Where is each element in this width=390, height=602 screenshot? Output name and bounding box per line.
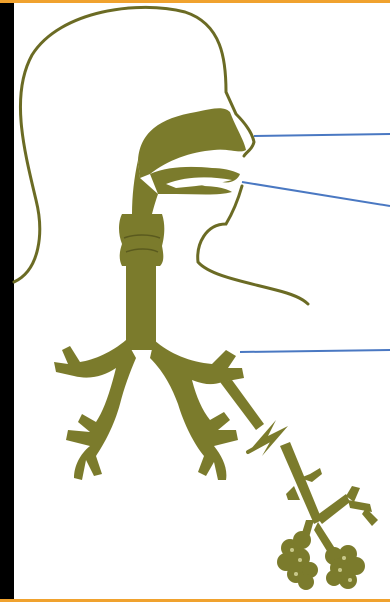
frame-top-bar (0, 0, 390, 3)
frame-left-bar (0, 0, 14, 602)
trachea (126, 266, 156, 350)
larynx (119, 214, 164, 266)
